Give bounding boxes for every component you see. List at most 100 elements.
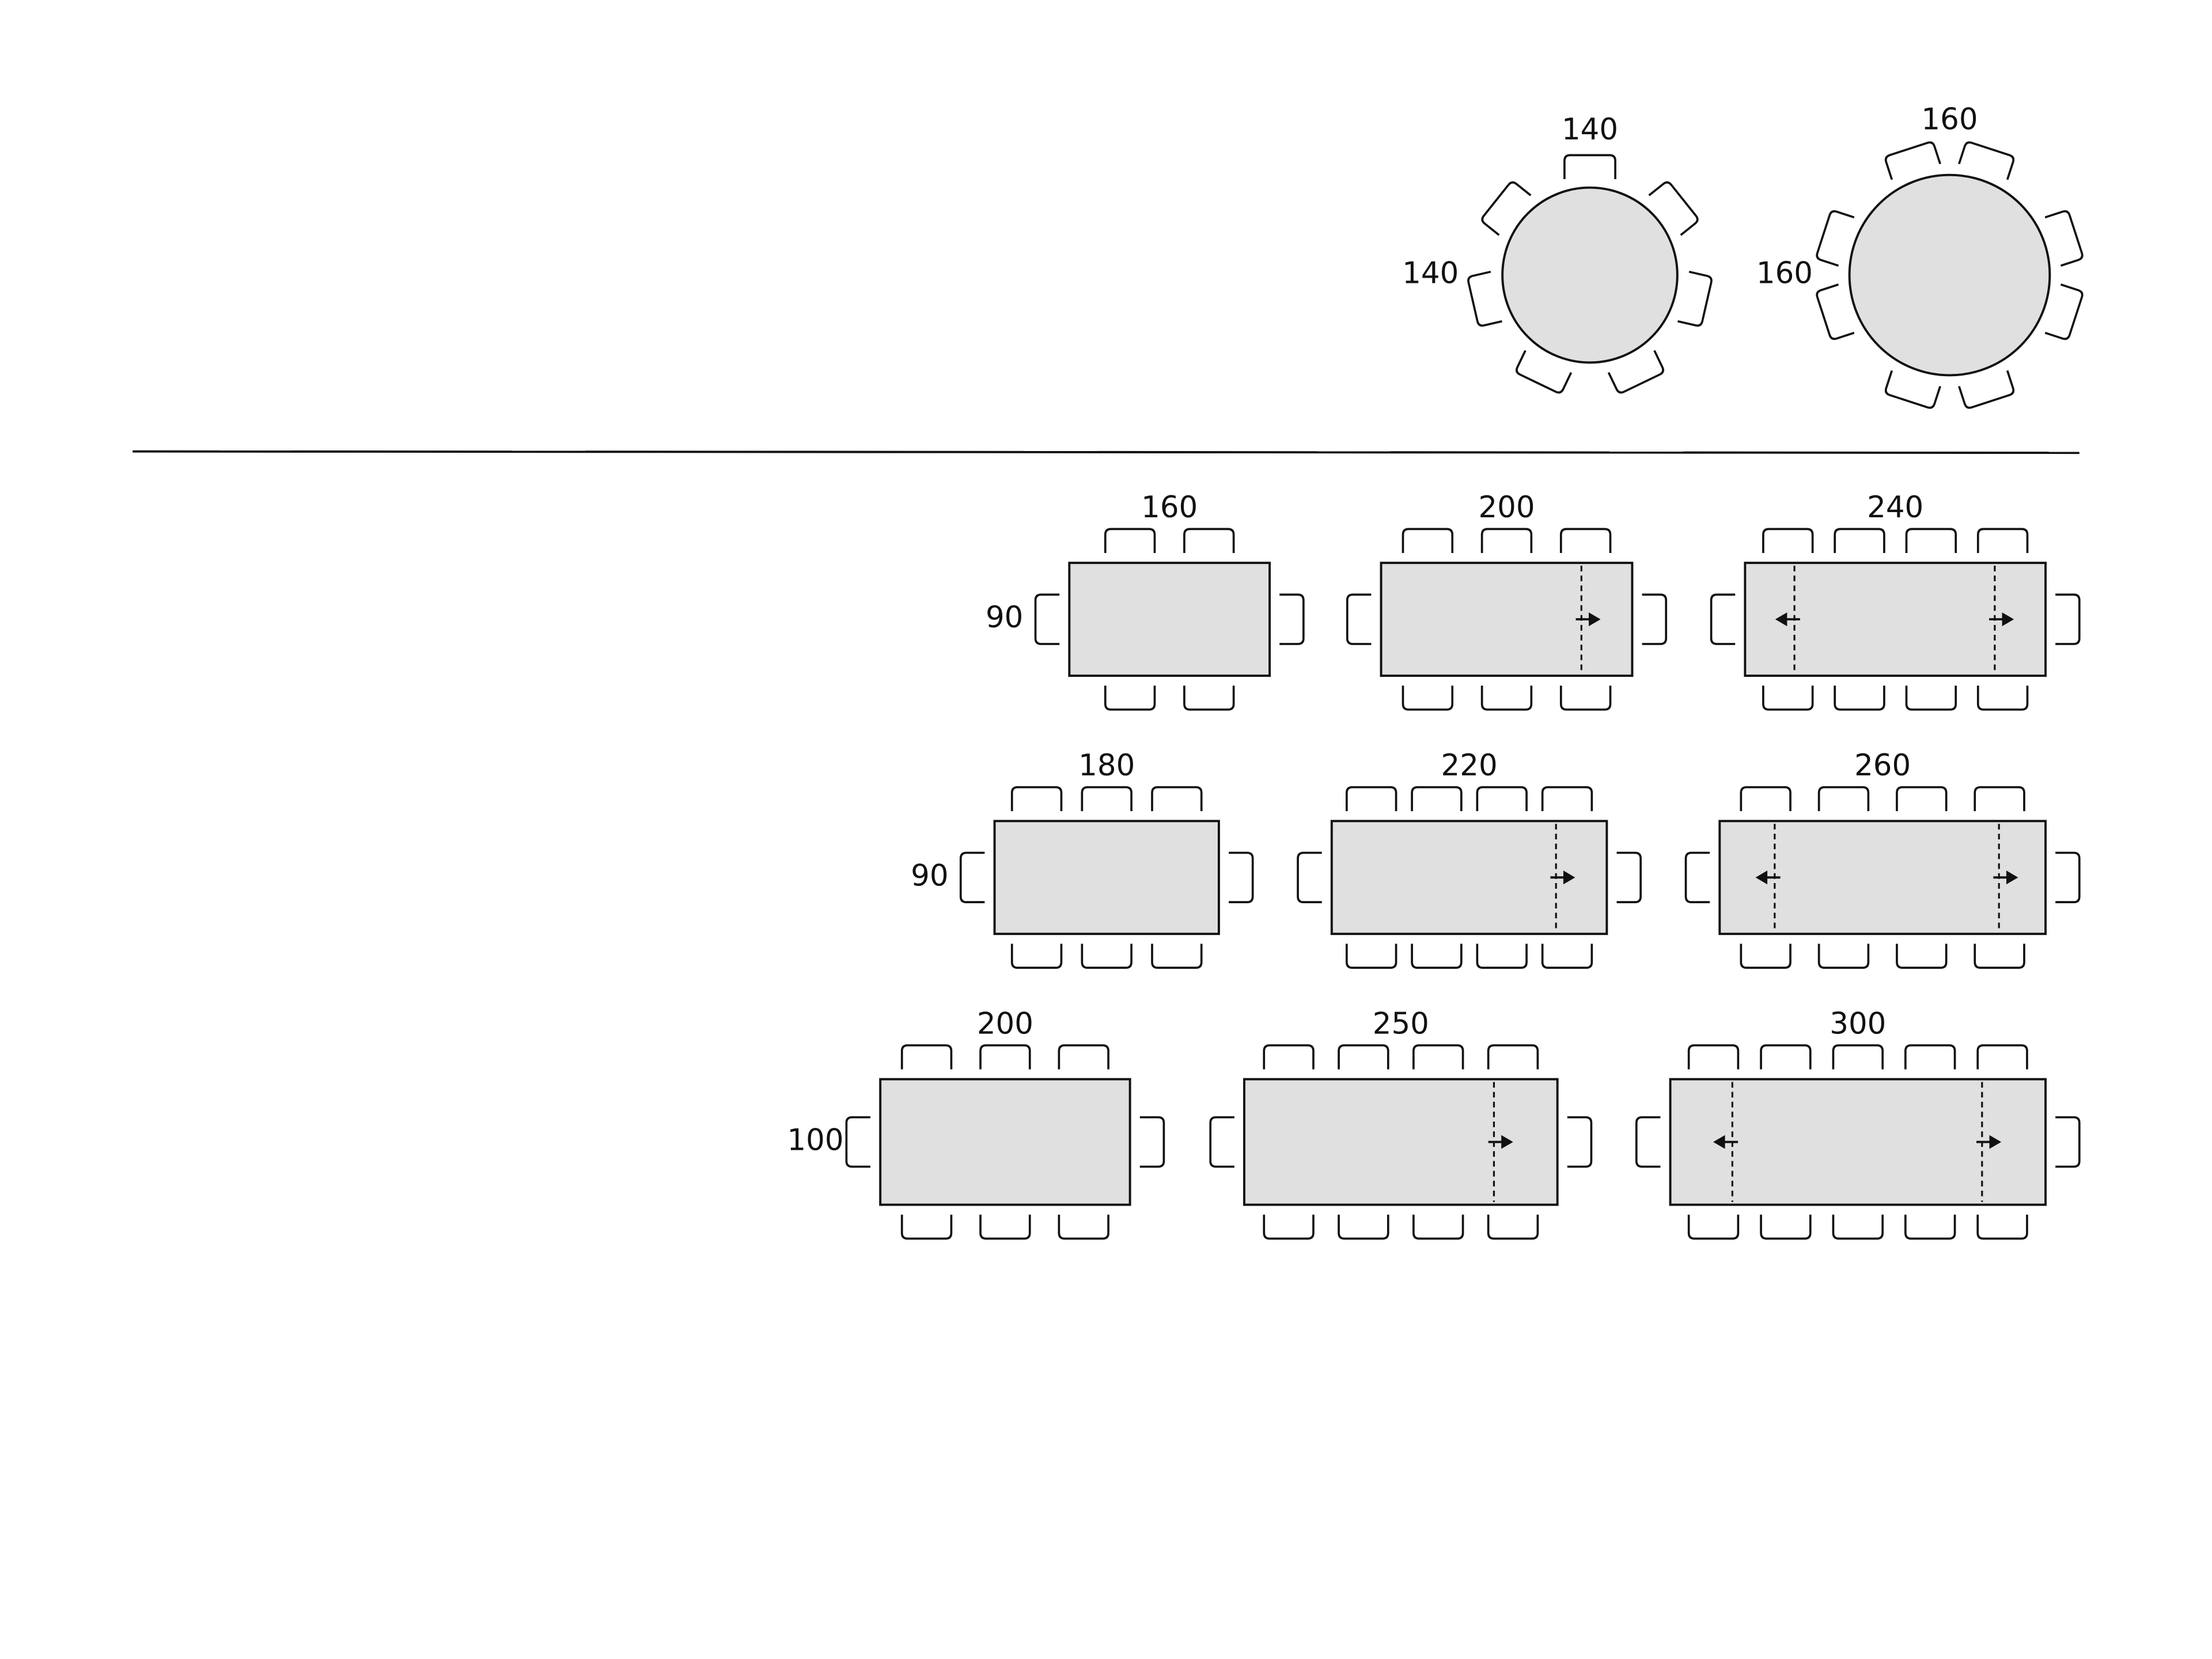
chair-icon	[1104, 685, 1156, 711]
arrow-head	[1563, 870, 1575, 885]
arrow-head	[2002, 612, 2014, 627]
chair-icon	[1058, 1214, 1109, 1240]
arrow-head	[1989, 1135, 2002, 1149]
chair-icon	[1151, 786, 1203, 812]
chair-icon	[1010, 786, 1063, 812]
chair-icon	[1104, 528, 1156, 553]
section-divider	[132, 450, 2080, 454]
chair-icon	[1346, 593, 1372, 645]
side-label: 140	[1402, 256, 1459, 291]
chair-icon	[1958, 141, 2015, 180]
chair-icon	[1279, 593, 1305, 645]
chair-icon	[1687, 1214, 1740, 1240]
extend-right-arrow-icon	[1976, 1135, 2002, 1149]
chair-icon	[1816, 283, 1855, 340]
chair-icon	[1480, 685, 1533, 711]
chair-icon	[1684, 851, 1710, 903]
chair-icon	[1487, 1044, 1539, 1070]
rect-table: 200 100	[787, 1006, 1165, 1240]
chair-icon	[1081, 944, 1132, 969]
round-table: 160 160	[1756, 103, 2084, 409]
chair-icon	[2055, 1116, 2081, 1168]
depth-label: 100	[787, 1123, 843, 1157]
chair-icon	[1974, 944, 2025, 969]
chair-icon	[1151, 944, 1203, 969]
length-label: 260	[1854, 748, 1911, 783]
chair-icon	[2044, 210, 2084, 267]
chair-icon	[1976, 1044, 2028, 1070]
chair-icon	[1476, 944, 1528, 969]
chair-icon	[1058, 1044, 1109, 1070]
rect-tabletop	[879, 1078, 1131, 1206]
length-label: 250	[1373, 1006, 1429, 1041]
arrow-head	[1713, 1135, 1725, 1149]
chair-icon	[1487, 1214, 1539, 1240]
rect-table: 220	[1297, 748, 1642, 969]
diameter-label: 160	[1921, 103, 1978, 137]
chair-icon	[1081, 786, 1132, 812]
chair-icon	[1905, 685, 1957, 711]
chair-icon	[845, 1116, 871, 1168]
extend-left-arrow-icon	[1713, 1135, 1738, 1149]
diameter-label: 140	[1562, 112, 1618, 147]
chair-icon	[1616, 851, 1642, 903]
length-label: 240	[1867, 490, 1923, 525]
extend-right-arrow-icon	[1989, 612, 2014, 627]
chair-icon	[1976, 685, 2029, 711]
chair-icon	[1905, 528, 1957, 553]
chair-icon	[1896, 786, 1948, 812]
chair-icon	[1563, 154, 1616, 180]
round-tabletop	[1501, 186, 1679, 364]
chair-icon	[1677, 270, 1713, 327]
chair-icon	[1209, 1116, 1234, 1168]
chair-icon	[1346, 786, 1397, 812]
chair-icon	[1183, 685, 1235, 711]
chair-icon	[1740, 944, 1791, 969]
chair-icon	[1958, 370, 2015, 409]
chair-icon	[959, 851, 985, 903]
chair-icon	[2044, 283, 2084, 340]
chair-icon	[1834, 685, 1885, 711]
rect-table: 240	[1710, 490, 2081, 711]
chair-icon	[1904, 1044, 1956, 1070]
chair-icon	[1832, 1044, 1884, 1070]
chair-icon	[1976, 1214, 2028, 1240]
chair-icon	[1762, 528, 1814, 553]
chair-icon	[1817, 786, 1870, 812]
chair-icon	[1034, 593, 1060, 645]
chair-icon	[1904, 1214, 1956, 1240]
chair-icon	[1635, 1116, 1661, 1168]
chair-icon	[1476, 786, 1528, 812]
length-label: 220	[1441, 748, 1498, 783]
chair-icon	[1762, 685, 1814, 711]
rect-tabletop	[1068, 562, 1271, 677]
length-label: 200	[977, 1006, 1033, 1041]
chair-icon	[1467, 270, 1502, 327]
chair-icon	[1516, 350, 1573, 394]
chair-icon	[1481, 181, 1532, 236]
length-label: 180	[1078, 748, 1135, 783]
chair-icon	[1411, 786, 1463, 812]
chair-icon	[1338, 1044, 1389, 1070]
arrow-head	[1775, 612, 1787, 627]
round-table: 140 140	[1402, 112, 1713, 394]
length-label: 300	[1830, 1006, 1886, 1041]
chair-icon	[1541, 786, 1593, 812]
rect-table: 250	[1209, 1006, 1593, 1240]
rect-table: 260	[1684, 748, 2081, 969]
length-label: 160	[1141, 490, 1198, 525]
chair-icon	[1740, 786, 1791, 812]
chair-icon	[1346, 944, 1397, 969]
extend-left-arrow-icon	[1775, 612, 1800, 627]
chair-icon	[1710, 593, 1736, 645]
chair-icon	[1816, 210, 1855, 267]
side-label: 160	[1756, 256, 1813, 291]
chair-icon	[1139, 1116, 1165, 1168]
chair-icon	[1412, 1214, 1464, 1240]
chair-icon	[979, 1214, 1031, 1240]
chair-icon	[1642, 593, 1668, 645]
chair-icon	[900, 1044, 953, 1070]
chair-icon	[1760, 1214, 1812, 1240]
